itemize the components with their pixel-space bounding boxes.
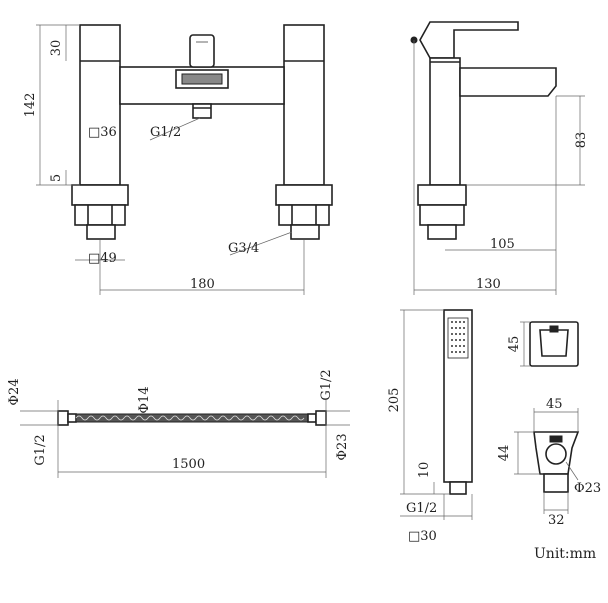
hose-end-left — [57, 410, 69, 426]
unit-label: Unit:mm — [534, 546, 596, 562]
label-g12-outlet: G1/2 — [150, 125, 181, 140]
label-142: 142 — [23, 93, 38, 118]
leader-g34 — [229, 231, 293, 256]
label-square-49: □49 — [88, 251, 117, 266]
holder-side-view: 45 44 Φ23 32 — [497, 397, 601, 528]
label-205: 205 — [387, 388, 402, 413]
handset-nozzles — [451, 321, 465, 353]
label-5: 5 — [49, 174, 64, 182]
label-g12-right: G1/2 — [319, 369, 334, 400]
front-view: 30 142 □36 G1/2 5 G3/4 □49 180 — [23, 24, 333, 295]
label-holder-phi23: Φ23 — [574, 481, 601, 496]
holder-base — [543, 473, 569, 493]
side-tail — [427, 224, 457, 240]
holder-top-cradle — [539, 329, 569, 357]
handset-connector — [449, 481, 467, 495]
left-nut — [74, 204, 126, 226]
hose-ferrule-right — [307, 413, 317, 423]
hose-braid — [75, 415, 305, 421]
holder-top-view: 45 — [507, 321, 579, 367]
hose-view: Φ24 Φ14 G1/2 G1/2 1500 Φ23 — [7, 369, 350, 478]
label-10: 10 — [417, 462, 432, 479]
hose-body — [75, 413, 309, 423]
holder-hole — [545, 443, 567, 465]
side-pillar — [429, 57, 461, 186]
side-base-plate — [417, 184, 467, 206]
label-130: 130 — [476, 277, 501, 292]
label-phi14: Φ14 — [137, 386, 152, 413]
label-30: 30 — [49, 40, 64, 57]
right-nut — [278, 204, 330, 226]
label-holder-32: 32 — [548, 513, 565, 528]
holder-top-clip — [549, 325, 559, 333]
left-tail — [86, 224, 116, 240]
leader-g12 — [149, 117, 201, 141]
label-handset-g12: G1/2 — [406, 501, 437, 516]
label-holder-44: 44 — [497, 445, 512, 462]
label-83: 83 — [574, 132, 589, 149]
side-view: 83 105 130 — [410, 21, 589, 295]
hose-outlet — [192, 103, 212, 119]
right-pillar — [283, 24, 325, 186]
hose-end-right — [315, 410, 327, 426]
diverter-knob — [189, 34, 215, 68]
label-holder-45-v: 45 — [507, 336, 522, 353]
side-spout — [459, 67, 557, 97]
label-phi23: Φ23 — [335, 433, 350, 460]
label-105: 105 — [490, 237, 515, 252]
side-nut — [419, 204, 465, 226]
label-square-36: □36 — [88, 125, 117, 140]
handset-view: 205 10 G1/2 □30 — [387, 309, 473, 544]
label-g34: G3/4 — [228, 241, 259, 256]
label-holder-45-h: 45 — [546, 397, 563, 412]
handle-lever — [419, 21, 519, 59]
right-base-plate — [275, 184, 333, 206]
hose-ferrule-left — [67, 413, 77, 423]
left-base-plate — [71, 184, 129, 206]
label-1500: 1500 — [172, 457, 205, 472]
left-pillar — [79, 24, 121, 186]
label-phi24: Φ24 — [7, 378, 22, 405]
label-180: 180 — [190, 277, 215, 292]
label-square-30: □30 — [408, 529, 437, 544]
aerator-mesh — [181, 73, 223, 85]
leader-phi23 — [565, 461, 579, 481]
right-tail — [290, 224, 320, 240]
label-g12-left: G1/2 — [33, 434, 48, 465]
holder-side-clip — [549, 435, 563, 443]
